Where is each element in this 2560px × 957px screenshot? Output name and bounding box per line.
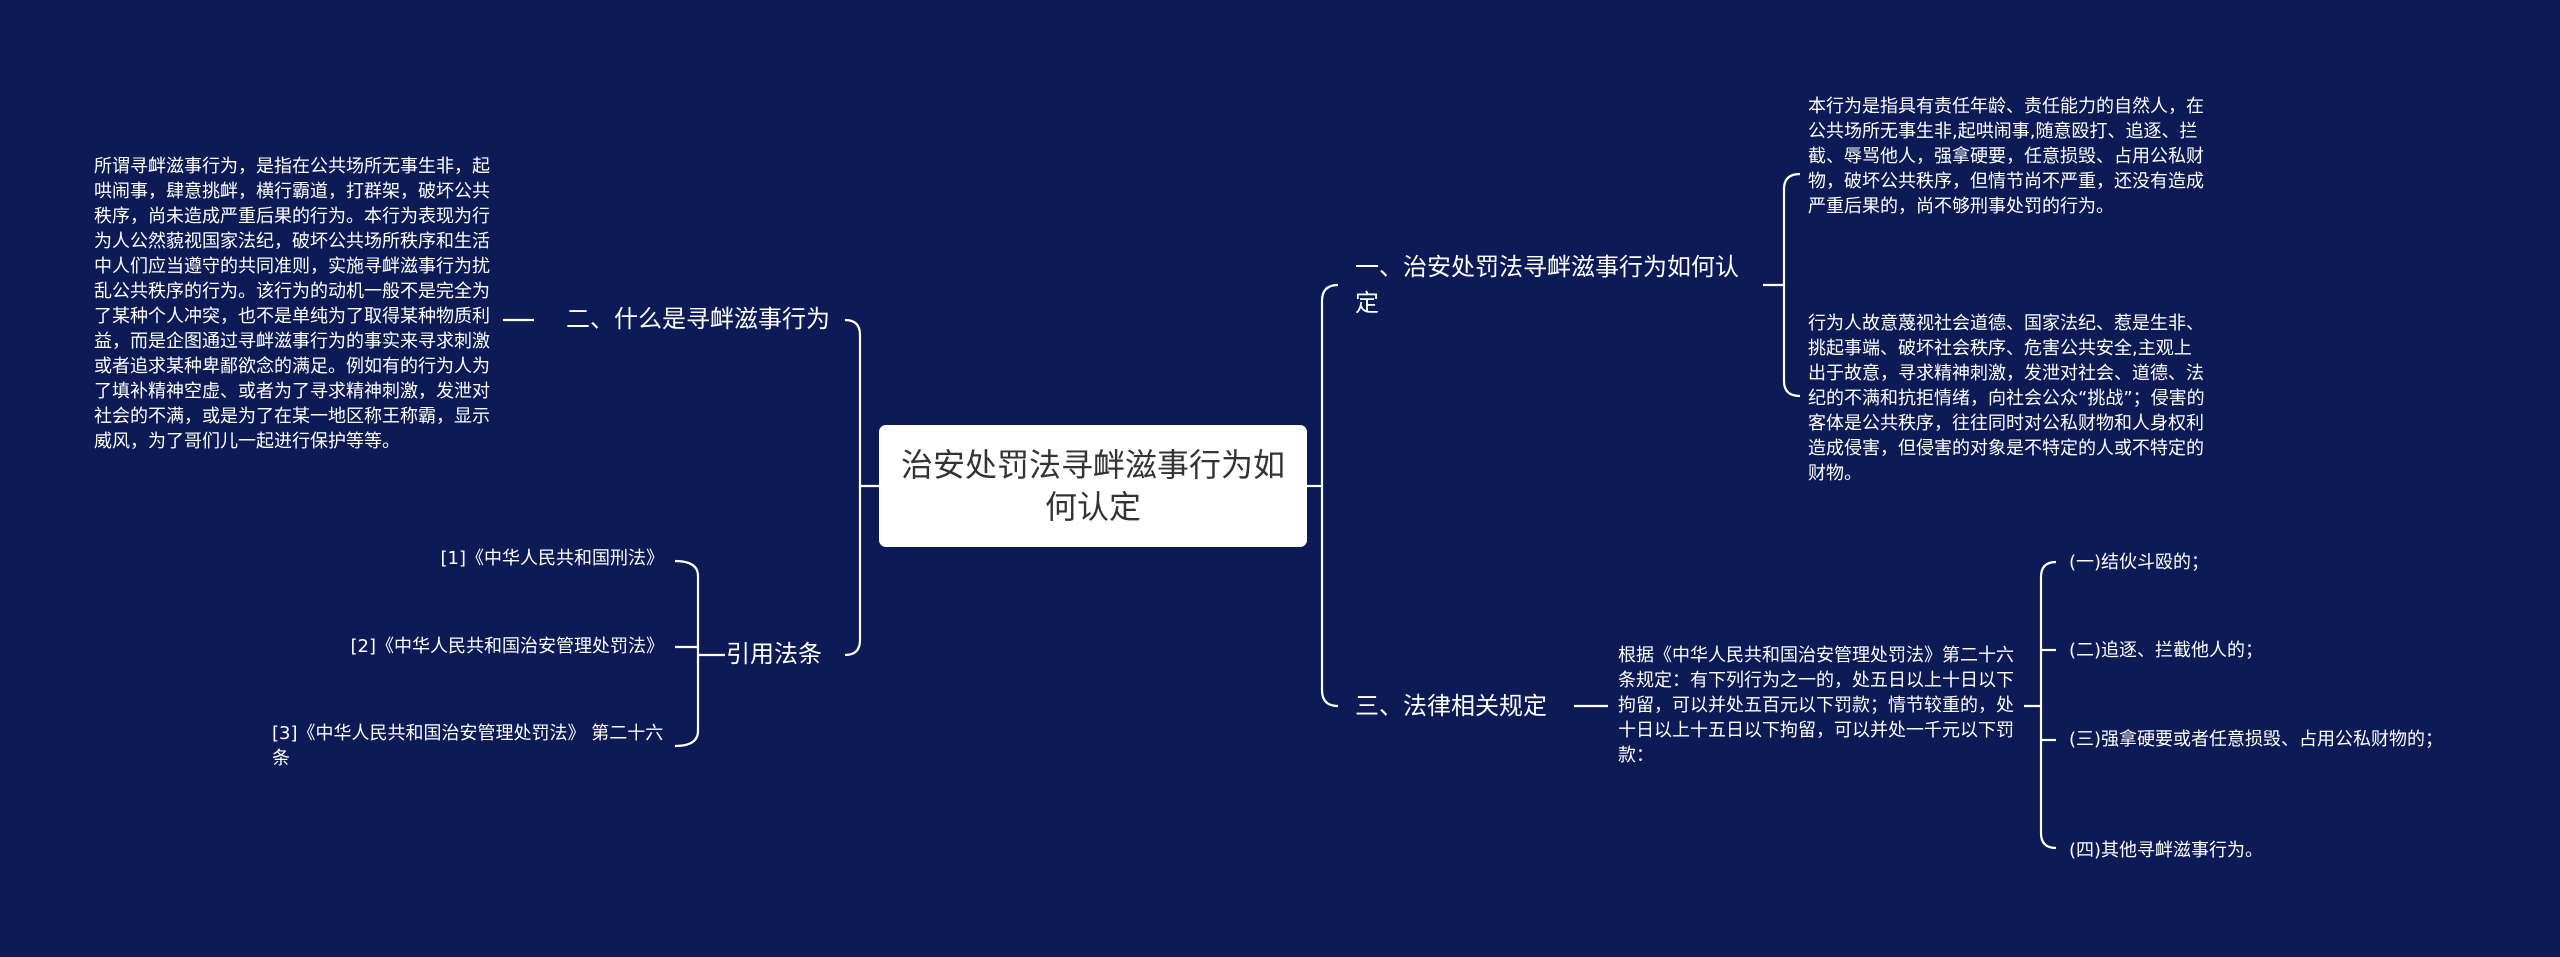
legal-item-2: (二)追逐、拦截他人的； [2069,640,2264,661]
branch-what-is[interactable]: 二、什么是寻衅滋事行为 [566,305,830,333]
determine-item-2: 行为人故意蔑视社会道德、国家法纪、惹是生非、挑起事端、破坏社会秩序、危害公共安全… [1808,313,2205,484]
legal-item-4: (四)其他寻衅滋事行为。 [2069,840,2264,861]
root-topic[interactable]: 治安处罚法寻衅滋事行为如何认定 [879,425,1307,547]
citation-item-2: [2]《中华人民共和国治安管理处罚法》 [350,636,665,657]
legal-item-1: (一)结伙斗殴的； [2069,552,2210,573]
citation-item-3: [3]《中华人民共和国治安管理处罚法》 第二十六条 [272,723,664,769]
branch-determine[interactable]: 一、治安处罚法寻衅滋事行为如何认定 [1355,253,1739,317]
branch-legal[interactable]: 三、法律相关规定 [1355,692,1547,720]
legal-item-3: (三)强拿硬要或者任意损毁、占用公私财物的； [2069,729,2444,750]
connector-right-trunk [1320,283,1339,708]
what-is-description: 所谓寻衅滋事行为，是指在公共场所无事生非，起哄闹事，肆意挑衅，横行霸道，打群架，… [94,156,490,452]
connector-left-trunk [844,318,862,657]
legal-description: 根据《中华人民共和国治安管理处罚法》第二十六条规定：有下列行为之一的，处五日以上… [1618,645,2014,766]
connector-legal-bracket [2039,560,2057,850]
determine-item-1: 本行为是指具有责任年龄、责任能力的自然人，在公共场所无事生非,起哄闹事,随意殴打… [1808,96,2204,217]
connector-determine-bracket [1782,172,1801,398]
citation-item-1: [1]《中华人民共和国刑法》 [440,548,665,569]
branch-citations[interactable]: 引用法条 [726,640,822,668]
connector-citations-bracket [674,559,700,748]
